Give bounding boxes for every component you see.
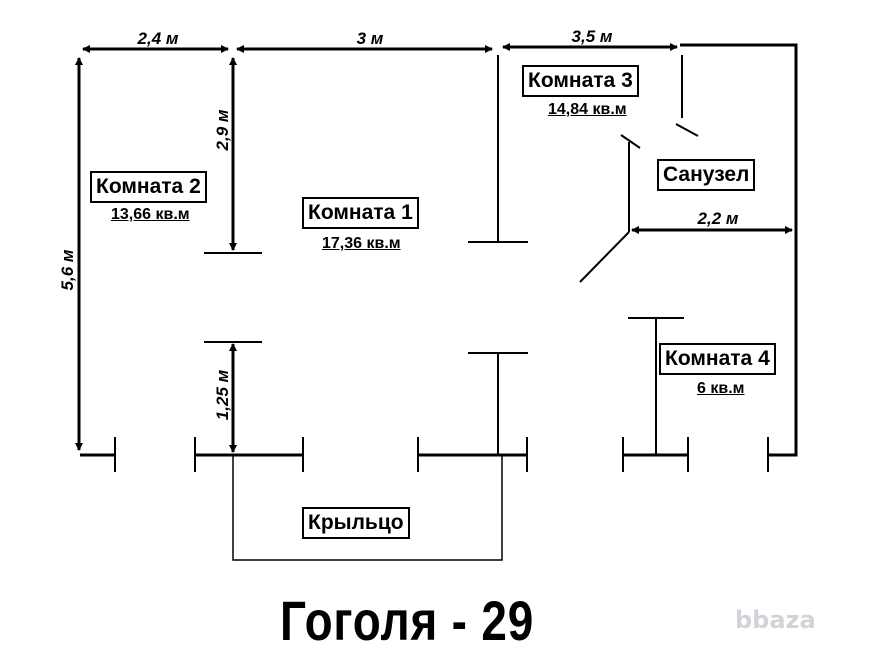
dim-top-right-label: 3,5 м — [572, 27, 613, 46]
watermark: bbaza — [735, 606, 816, 634]
room3-label: Комната 3 — [522, 65, 639, 97]
dim-lower-opening-label: 1,25 м — [213, 369, 232, 420]
dim-bath-width-label: 2,2 м — [697, 209, 739, 228]
room4-label: Комната 4 — [659, 343, 776, 375]
address-title: Гоголя - 29 — [280, 589, 535, 652]
room2-label: Комната 2 — [90, 171, 207, 203]
room2-area: 13,66 кв.м — [111, 206, 190, 223]
room3-area: 14,84 кв.м — [548, 101, 627, 118]
outer-walls — [80, 43, 798, 457]
bath-door-top — [675, 123, 699, 137]
right-wall — [680, 43, 798, 457]
room1-label: Комната 1 — [302, 197, 419, 229]
dim-left-height-label: 5,6 м — [58, 249, 77, 290]
dim-top-left-label: 2,4 м — [137, 29, 179, 48]
porch-outline — [232, 455, 503, 561]
interior-walls — [204, 55, 699, 455]
porch-label: Крыльцо — [302, 507, 410, 539]
dimension-arrows — [75, 43, 793, 453]
dim-top-mid-label: 3 м — [357, 29, 384, 48]
dim-upper-opening-label: 2,9 м — [213, 109, 232, 151]
wall-end-ticks — [114, 437, 769, 472]
room4-area: 6 кв.м — [697, 380, 745, 397]
bath-door-left — [620, 134, 641, 149]
bath-diagonal-wall — [579, 231, 630, 283]
room1-area: 17,36 кв.м — [322, 235, 401, 252]
bathroom-label: Санузел — [657, 159, 756, 191]
